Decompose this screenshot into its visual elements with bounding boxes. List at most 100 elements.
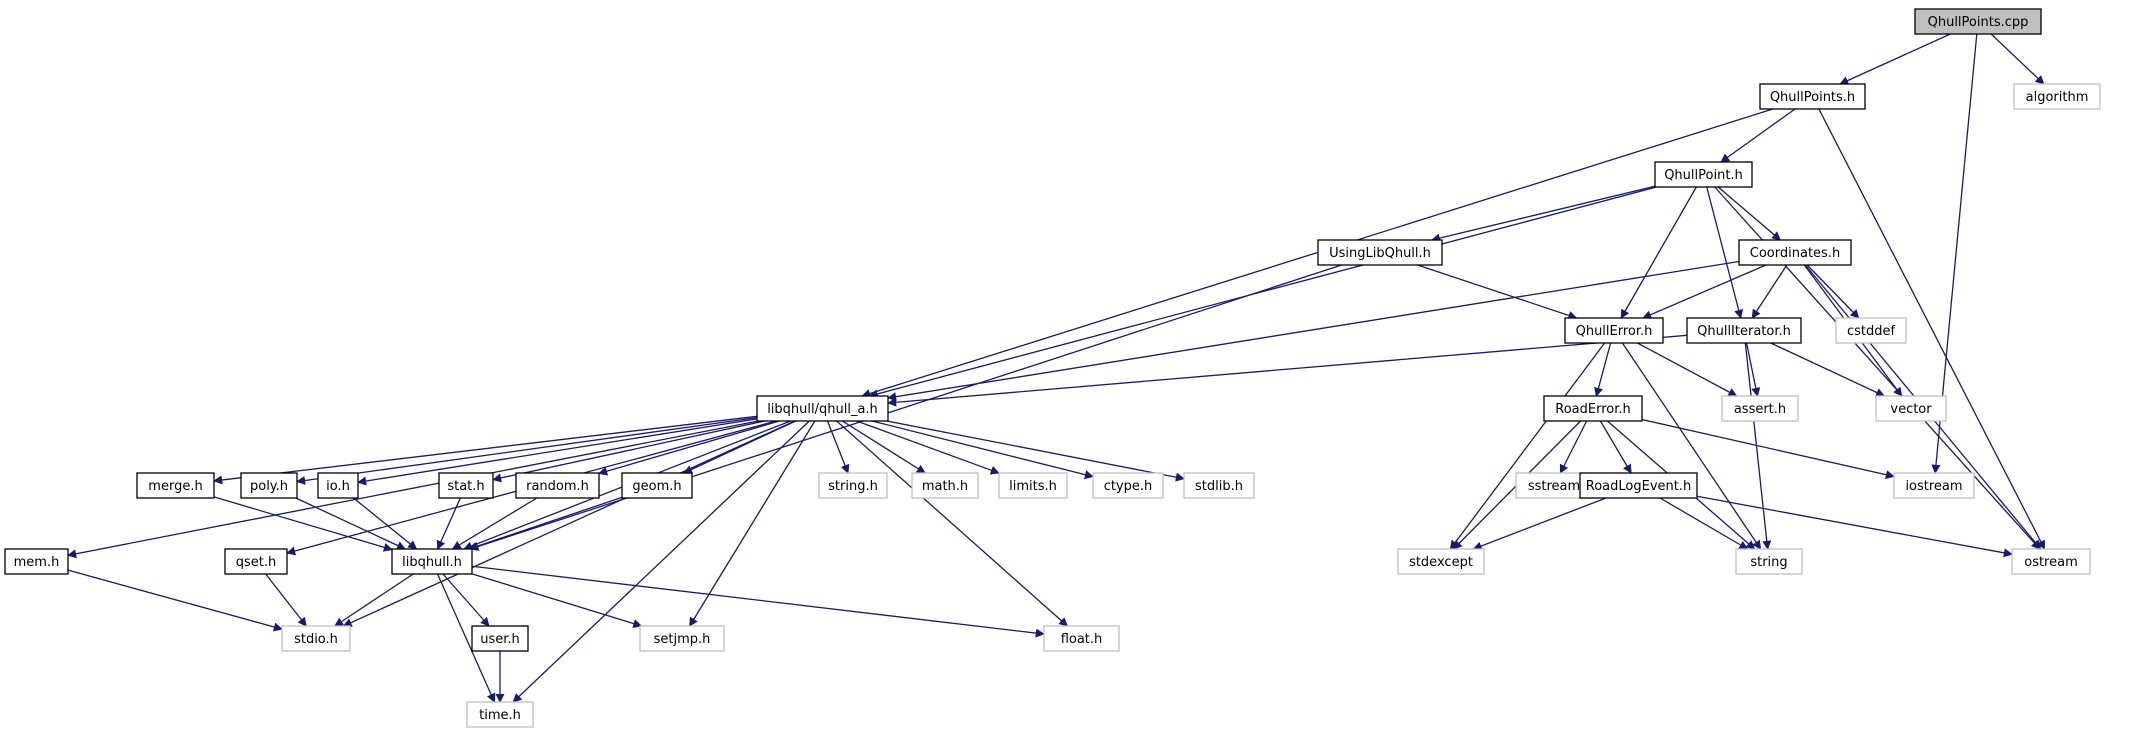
edge-libqhull_h-to-setjmp_h (471, 573, 643, 628)
node-libqhull_qhull_a_h[interactable]: libqhull/qhull_a.h (756, 395, 889, 422)
node-box-libqhull_h (391, 548, 473, 575)
node-string_h: string.h (818, 472, 888, 499)
node-box-qhullpoints_cpp (1914, 8, 2042, 35)
edge-qhullpoints_h-to-qhullpoint_h (1720, 108, 1796, 163)
node-user_h[interactable]: user.h (471, 625, 529, 652)
node-random_h[interactable]: random.h (515, 472, 600, 499)
node-cstddef: cstddef (1835, 317, 1907, 344)
edge-libqhull_qhull_a_h-to-io_h (357, 418, 758, 486)
node-io_h[interactable]: io.h (317, 472, 359, 499)
node-box-time_h (466, 701, 534, 728)
edge-coordinates_h-to-cstddef (1806, 264, 1860, 319)
node-roadlogevent_h[interactable]: RoadLogEvent.h (1579, 472, 1698, 499)
edge-stat_h-to-libqhull_h (436, 497, 462, 550)
node-label-stdlib_h: stdlib.h (1195, 479, 1243, 494)
edge-libqhull_qhull_a_h-to-setjmp_h (689, 420, 816, 627)
node-stat_h[interactable]: stat.h (438, 472, 494, 499)
node-box-qhullpoint_h (1654, 161, 1753, 188)
node-box-poly_h (240, 472, 298, 499)
node-box-random_h (515, 472, 600, 499)
edge-libqhull_qhull_a_h-to-time_h (512, 420, 810, 703)
node-box-user_h (471, 625, 529, 652)
edge-roaderror_h-to-roadlogevent_h (1599, 420, 1632, 474)
node-box-ctype_h (1092, 472, 1164, 499)
node-float_h: float.h (1043, 625, 1120, 652)
edge-geom_h-to-libqhull_h (468, 496, 623, 551)
node-qhullpoint_h[interactable]: QhullPoint.h (1654, 161, 1753, 188)
node-label-qhullerror_h: QhullError.h (1576, 324, 1653, 339)
node-label-time_h: time.h (479, 708, 521, 723)
node-merge_h[interactable]: merge.h (136, 472, 215, 499)
node-box-vector (1875, 395, 1947, 422)
node-coordinates_h[interactable]: Coordinates.h (1738, 239, 1852, 266)
edge-libqhull_qhull_a_h-to-stdio_h (342, 420, 796, 627)
node-label-string: string (1750, 555, 1787, 570)
node-label-ctype_h: ctype.h (1104, 479, 1153, 494)
node-geom_h[interactable]: geom.h (621, 472, 693, 499)
edge-libqhull_qhull_a_h-to-stat_h (492, 420, 765, 483)
node-box-usinglibqhull_h (1317, 239, 1443, 266)
node-label-libqhull_h: libqhull.h (402, 555, 462, 570)
node-label-libqhull_qhull_a_h: libqhull/qhull_a.h (767, 402, 878, 417)
node-box-limits_h (998, 472, 1068, 499)
edge-coordinates_h-to-qhullerror_h (1642, 264, 1767, 319)
node-qset_h[interactable]: qset.h (224, 548, 288, 575)
node-label-random_h: random.h (526, 479, 589, 494)
edge-merge_h-to-libqhull_h (213, 496, 393, 552)
node-qhullpoints_h[interactable]: QhullPoints.h (1759, 83, 1866, 110)
node-label-user_h: user.h (480, 632, 520, 647)
node-box-libqhull_qhull_a_h (756, 395, 889, 422)
node-algorithm: algorithm (2013, 83, 2101, 110)
node-label-cstddef: cstddef (1847, 324, 1896, 339)
node-box-qset_h (224, 548, 288, 575)
edge-libqhull_qhull_a_h-to-poly_h (296, 416, 758, 485)
node-box-stdexcept (1397, 548, 1485, 575)
edge-qhullpoint_h-to-libqhull_qhull_a_h (868, 186, 1657, 399)
node-libqhull_h[interactable]: libqhull.h (391, 548, 473, 575)
edge-qhullerror_h-to-stdexcept (1449, 342, 1606, 550)
node-qhullpoints_cpp[interactable]: QhullPoints.cpp (1914, 8, 2042, 35)
node-label-sstream: sstream (1528, 479, 1580, 494)
edge-qhullerror_h-to-roaderror_h (1594, 342, 1612, 397)
node-box-algorithm (2013, 83, 2101, 110)
node-box-mem_h (4, 548, 69, 575)
node-label-qhullpoints_cpp: QhullPoints.cpp (1928, 15, 2029, 30)
edge-roadlogevent_h-to-ostream (1696, 495, 2013, 558)
node-qhullerror_h[interactable]: QhullError.h (1564, 317, 1664, 344)
node-label-stdexcept: stdexcept (1409, 555, 1473, 570)
node-roaderror_h[interactable]: RoadError.h (1543, 395, 1643, 422)
node-box-merge_h (136, 472, 215, 499)
node-label-float_h: float.h (1061, 632, 1103, 647)
edge-libqhull_qhull_a_h-to-mem_h (67, 420, 759, 559)
node-qhulliterator_h[interactable]: QhullIterator.h (1686, 317, 1802, 344)
node-label-qhulliterator_h: QhullIterator.h (1697, 324, 1791, 339)
node-label-math_h: math.h (922, 479, 968, 494)
edge-random_h-to-libqhull_h (451, 497, 538, 550)
node-stdexcept: stdexcept (1397, 548, 1485, 575)
edge-coordinates_h-to-qhulliterator_h (1751, 264, 1788, 319)
edge-libqhull_qhull_a_h-to-float_h (836, 420, 1069, 627)
node-box-io_h (317, 472, 359, 499)
edge-qhullpoint_h-to-usinglibqhull_h (1430, 185, 1656, 243)
edge-coordinates_h-to-libqhull_qhull_a_h (887, 260, 1740, 402)
edge-io_h-to-libqhull_h (353, 497, 418, 550)
node-box-setjmp_h (639, 625, 725, 652)
node-string: string (1735, 548, 1803, 575)
node-sstream: sstream (1515, 472, 1593, 499)
node-label-stat_h: stat.h (447, 479, 484, 494)
node-label-qhullpoint_h: QhullPoint.h (1664, 168, 1743, 183)
node-limits_h: limits.h (998, 472, 1068, 499)
node-poly_h[interactable]: poly.h (240, 472, 298, 499)
edge-mem_h-to-stdio_h (67, 569, 283, 632)
node-usinglibqhull_h[interactable]: UsingLibQhull.h (1317, 239, 1443, 266)
edge-libqhull_qhull_a_h-to-stdlib_h (886, 420, 1185, 482)
node-box-assert_h (1721, 395, 1799, 422)
edge-libqhull_h-to-user_h (442, 573, 490, 627)
node-time_h: time.h (466, 701, 534, 728)
node-label-vector: vector (1890, 402, 1932, 417)
edge-qhullerror_h-to-assert_h (1637, 342, 1738, 397)
edge-libqhull_h-to-time_h (436, 573, 496, 703)
edge-libqhull_qhull_a_h-to-math_h (842, 420, 926, 474)
node-mem_h[interactable]: mem.h (4, 548, 69, 575)
edge-qhullpoint_h-to-qhulliterator_h (1706, 186, 1744, 319)
